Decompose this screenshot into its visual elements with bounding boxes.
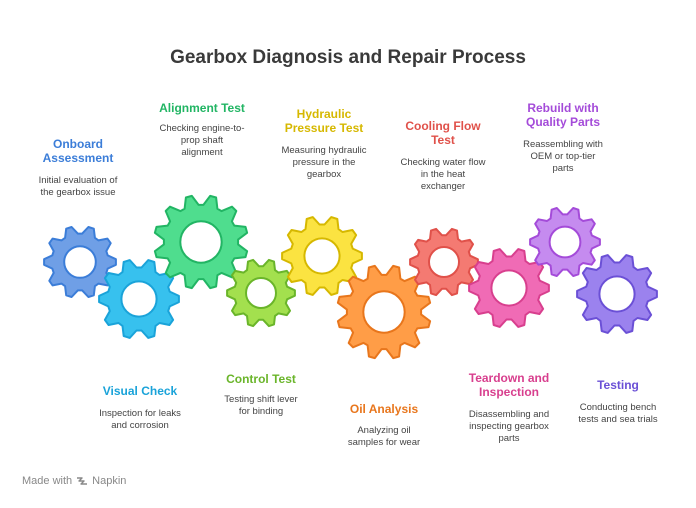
gear-hub — [490, 269, 528, 307]
step-title: Testing — [597, 378, 639, 392]
gear-icon — [409, 227, 479, 297]
step-title: Alignment Test — [159, 101, 245, 115]
gear-hub — [548, 225, 582, 259]
step-title: Oil Analysis — [349, 402, 419, 416]
napkin-logo-icon — [76, 475, 88, 487]
gear-hub — [428, 246, 460, 278]
gear-hub — [63, 245, 97, 279]
page-title: Gearbox Diagnosis and Repair Process — [170, 47, 526, 68]
step-title: Control Test — [226, 372, 296, 386]
footer-brand: Napkin — [92, 475, 127, 487]
gear-icon — [336, 264, 432, 360]
gear-hub — [245, 277, 277, 309]
gear-icon — [468, 248, 550, 328]
gear-hub — [120, 280, 158, 318]
gear-icon — [576, 254, 658, 334]
footer-made-with: Made with — [22, 475, 73, 487]
gear-icon — [281, 216, 363, 296]
gear-icon — [98, 259, 180, 339]
gear-icon — [153, 194, 249, 290]
gear-icon — [43, 226, 117, 298]
gear-hub — [303, 237, 341, 275]
gear-icon — [529, 207, 601, 277]
step-alignment-test: Alignment Test Checking engine-to-prop s… — [142, 101, 262, 159]
footer-watermark: Made with Napkin — [22, 475, 126, 487]
gear-hub — [362, 290, 406, 334]
gear-hub — [598, 275, 636, 313]
gear-icon — [226, 258, 296, 328]
gear-hub — [179, 220, 223, 264]
step-title: Visual Check — [102, 384, 178, 398]
